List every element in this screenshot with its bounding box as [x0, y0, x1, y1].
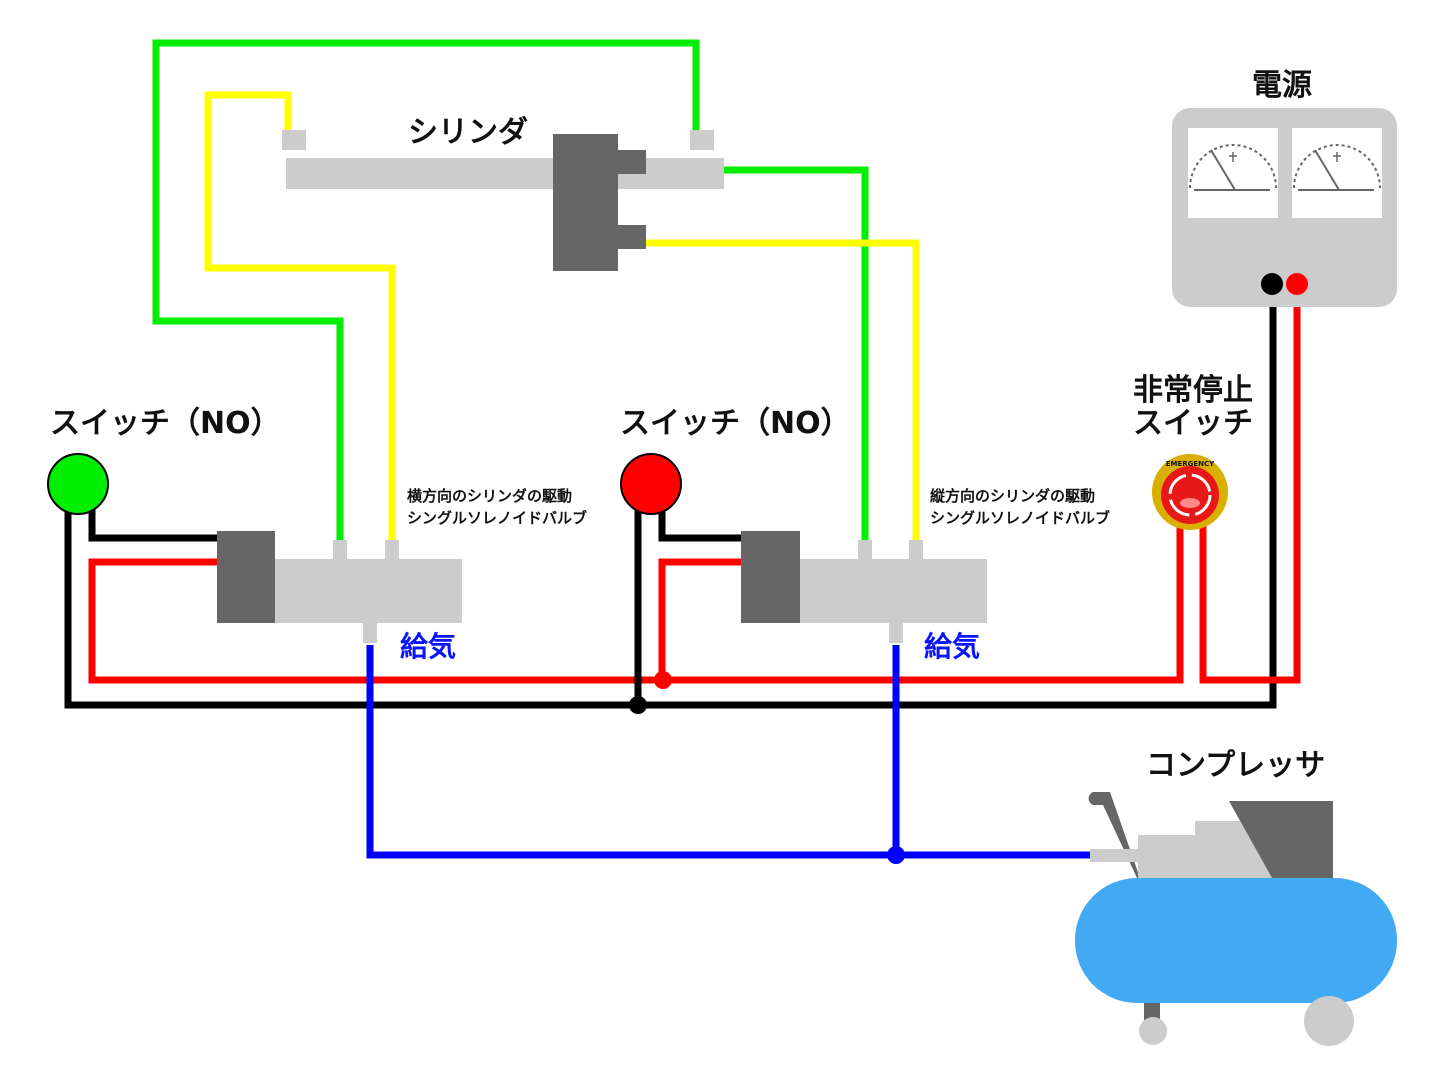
red-wire-power	[1199, 285, 1301, 684]
switch-right-button[interactable]	[620, 453, 682, 515]
compressor-label: コンプレッサ	[1146, 748, 1325, 783]
blue-air-line	[366, 645, 1092, 859]
junction-black	[629, 696, 647, 714]
switch-left-button[interactable]	[47, 453, 109, 515]
valve-right-label-2: シングルソレノイドバルブ	[930, 509, 1110, 527]
yellow-tube-right	[645, 239, 920, 540]
meter-right-icon	[1292, 128, 1382, 218]
emergency-stop-button[interactable]: EMERGENCY	[1152, 454, 1228, 530]
yellow-tube-left	[204, 91, 396, 540]
black-wire-main	[64, 285, 1277, 709]
emergency-badge-text: EMERGENCY	[1166, 460, 1215, 468]
estop-label-1: 非常停止	[1133, 373, 1253, 408]
green-tube-left	[152, 39, 700, 540]
terminal-negative	[1261, 273, 1283, 295]
compressor	[1075, 792, 1397, 1046]
junction-blue	[887, 846, 905, 864]
junction-red	[654, 671, 672, 689]
red-wire-valve-right	[658, 558, 741, 680]
cylinder-label: シリンダ	[408, 115, 528, 150]
switch-right-label: スイッチ（NO）	[620, 406, 851, 441]
black-wire-valve-left	[88, 505, 217, 542]
switch-left-label: スイッチ（NO）	[50, 406, 281, 441]
terminal-positive	[1286, 273, 1308, 295]
red-wire-main	[88, 525, 1184, 684]
air-label-left: 給気	[400, 630, 456, 663]
black-wire-valve-right	[658, 505, 741, 542]
valve-left-label-1: 横方向のシリンダの駆動	[407, 487, 572, 505]
estop-label-2: スイッチ	[1133, 406, 1253, 441]
valve-right-label-1: 縦方向のシリンダの駆動	[930, 487, 1095, 505]
power-label: 電源	[1252, 68, 1312, 103]
cylinder	[282, 130, 724, 271]
meter-left-icon	[1188, 128, 1278, 218]
power-supply	[1172, 108, 1397, 307]
solenoid-valve-left	[217, 531, 462, 643]
solenoid-valve-right	[741, 531, 987, 643]
valve-left-label-2: シングルソレノイドバルブ	[407, 509, 587, 527]
air-label-right: 給気	[924, 630, 980, 663]
